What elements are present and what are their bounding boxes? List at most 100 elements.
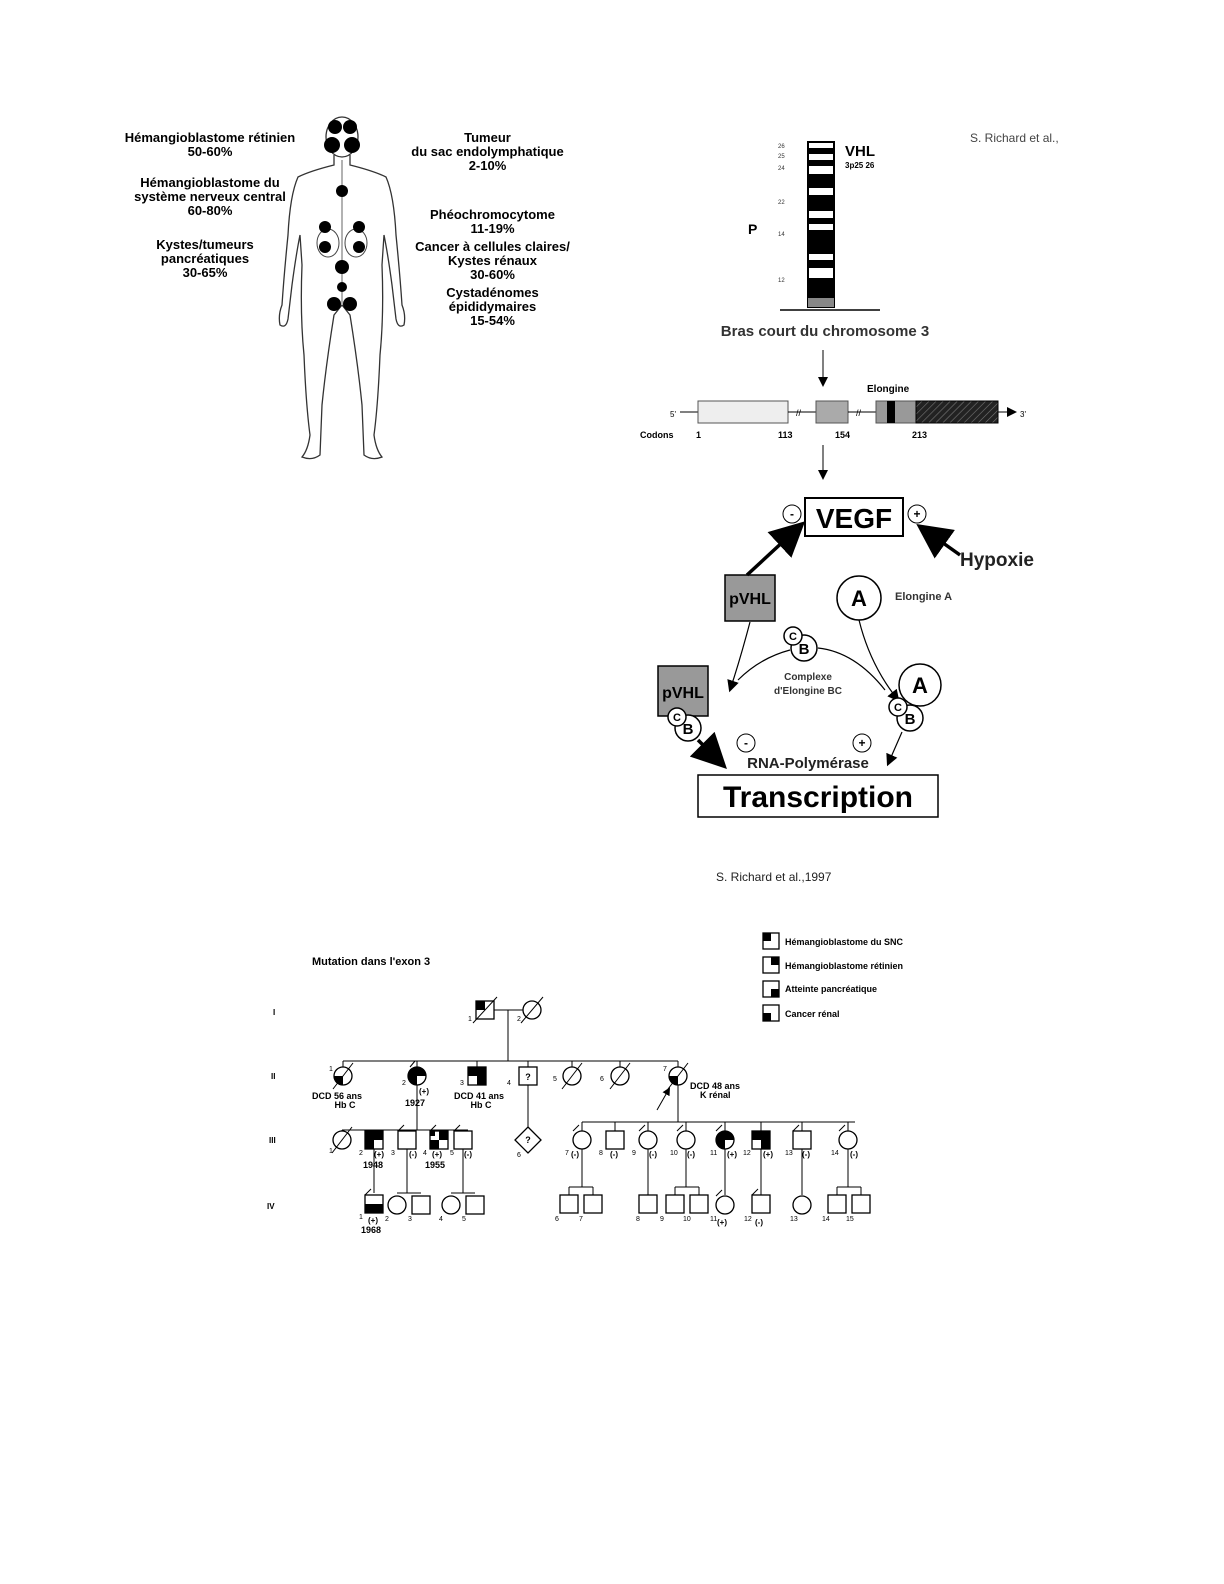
svg-text:7: 7 (565, 1150, 569, 1157)
marker-kidney-right (353, 241, 365, 253)
IV-2 (387, 1195, 407, 1215)
marker-ear-left (324, 137, 340, 153)
IV-13 (792, 1195, 812, 1215)
svg-text:1955: 1955 (425, 1160, 445, 1170)
c-circle-left (667, 707, 687, 727)
IV-12 (751, 1194, 771, 1214)
svg-text://: // (856, 408, 862, 418)
pvhl-box-bottom (657, 665, 709, 717)
IV-11 (715, 1195, 735, 1215)
svg-text:(-): (-) (687, 1150, 695, 1159)
svg-text:?: ? (525, 1135, 531, 1145)
legend-renal: Cancer rénal (785, 1009, 840, 1019)
IV-9 (665, 1194, 685, 1214)
pedigree-legend: Hémangioblastome du SNC Hémangioblastome… (762, 932, 904, 1022)
pvhl-label-top: pVHL (729, 591, 771, 608)
III-3 (397, 1130, 417, 1150)
svg-text:4: 4 (439, 1216, 443, 1223)
svg-text:DCD 41 ans: DCD 41 ans (454, 1091, 504, 1101)
marker-eye-left (328, 120, 342, 134)
svg-text:Hb C: Hb C (335, 1100, 356, 1110)
svg-text:?: ? (525, 1072, 531, 1082)
arm-label: P (748, 221, 757, 237)
marker-pancreas (335, 260, 349, 274)
svg-text:7: 7 (663, 1066, 667, 1073)
svg-text:2: 2 (385, 1216, 389, 1223)
marker-ear-right (344, 137, 360, 153)
IV-7 (583, 1194, 603, 1214)
svg-text:(+): (+) (727, 1150, 737, 1159)
marker-epididymis-right (343, 297, 357, 311)
svg-text:(+): (+) (419, 1087, 429, 1096)
svg-text:+: + (858, 736, 865, 750)
generation-IV: IV (267, 1202, 275, 1211)
marker-spine (336, 185, 348, 197)
svg-text:(-): (-) (409, 1150, 417, 1159)
svg-text:2: 2 (402, 1080, 406, 1087)
gene-structure: Elongine 5' // // 3' Codons 1 113 154 21… (640, 384, 1026, 440)
pvhl-box-top (724, 574, 776, 622)
gene-label: VHL (845, 143, 875, 160)
human-body-silhouette (278, 116, 406, 460)
svg-text:6: 6 (555, 1216, 559, 1223)
rna-plus-sign (852, 733, 872, 753)
svg-text:-: - (790, 507, 794, 521)
III-9 (638, 1130, 658, 1150)
svg-text:2: 2 (517, 1016, 521, 1023)
svg-text:(-): (-) (464, 1150, 472, 1159)
svg-text:DCD 48 ans: DCD 48 ans (690, 1081, 740, 1091)
svg-text:1948: 1948 (363, 1160, 383, 1170)
legend-cns: Hémangioblastome du SNC (785, 937, 904, 947)
svg-text:14: 14 (822, 1216, 830, 1223)
svg-text:8: 8 (636, 1216, 640, 1223)
marker-epididymis-left (327, 297, 341, 311)
svg-text:(+): (+) (432, 1150, 442, 1159)
svg-text:3: 3 (391, 1150, 395, 1157)
five-prime-label: 5' (670, 410, 676, 419)
svg-text:5: 5 (462, 1216, 466, 1223)
III-7 (572, 1130, 592, 1150)
svg-text:(+): (+) (374, 1150, 384, 1159)
svg-text:6: 6 (600, 1076, 604, 1083)
rna-minus-sign (736, 733, 756, 753)
III-14 (838, 1130, 858, 1150)
svg-text:8: 8 (599, 1150, 603, 1157)
svg-text:1: 1 (329, 1148, 333, 1155)
svg-text:(+): (+) (763, 1150, 773, 1159)
credit-top: S. Richard et al., (970, 131, 1059, 145)
III-5 (453, 1130, 473, 1150)
svg-text:DCD 56 ans: DCD 56 ans (312, 1091, 362, 1101)
generation-II: II (271, 1072, 275, 1081)
III-8 (605, 1130, 625, 1150)
svg-text:C: C (673, 712, 681, 724)
svg-text:26: 26 (778, 144, 785, 150)
svg-text:13: 13 (790, 1216, 798, 1223)
IV-5 (465, 1195, 485, 1215)
svg-text:12: 12 (744, 1216, 752, 1223)
svg-text:4: 4 (507, 1080, 511, 1087)
svg-text:11: 11 (710, 1216, 717, 1223)
svg-text:1: 1 (329, 1066, 333, 1073)
elongine-a-label: Elongine A (895, 591, 952, 603)
svg-text:(-): (-) (802, 1150, 810, 1159)
elongine-a-circle-right (898, 663, 942, 707)
codon-154: 154 (835, 430, 850, 440)
svg-text:14: 14 (778, 232, 785, 238)
svg-text:+: + (913, 507, 920, 521)
IV-10 (689, 1194, 709, 1214)
III-13 (792, 1130, 812, 1150)
svg-text:B: B (905, 711, 916, 728)
III-10 (676, 1130, 696, 1150)
svg-text:4: 4 (423, 1150, 427, 1157)
svg-text:3: 3 (460, 1080, 464, 1087)
codon-113: 113 (778, 430, 793, 440)
svg-text:12: 12 (743, 1150, 751, 1157)
svg-text:A: A (912, 673, 928, 698)
svg-text:1: 1 (468, 1016, 472, 1023)
svg-text:5: 5 (450, 1150, 454, 1157)
